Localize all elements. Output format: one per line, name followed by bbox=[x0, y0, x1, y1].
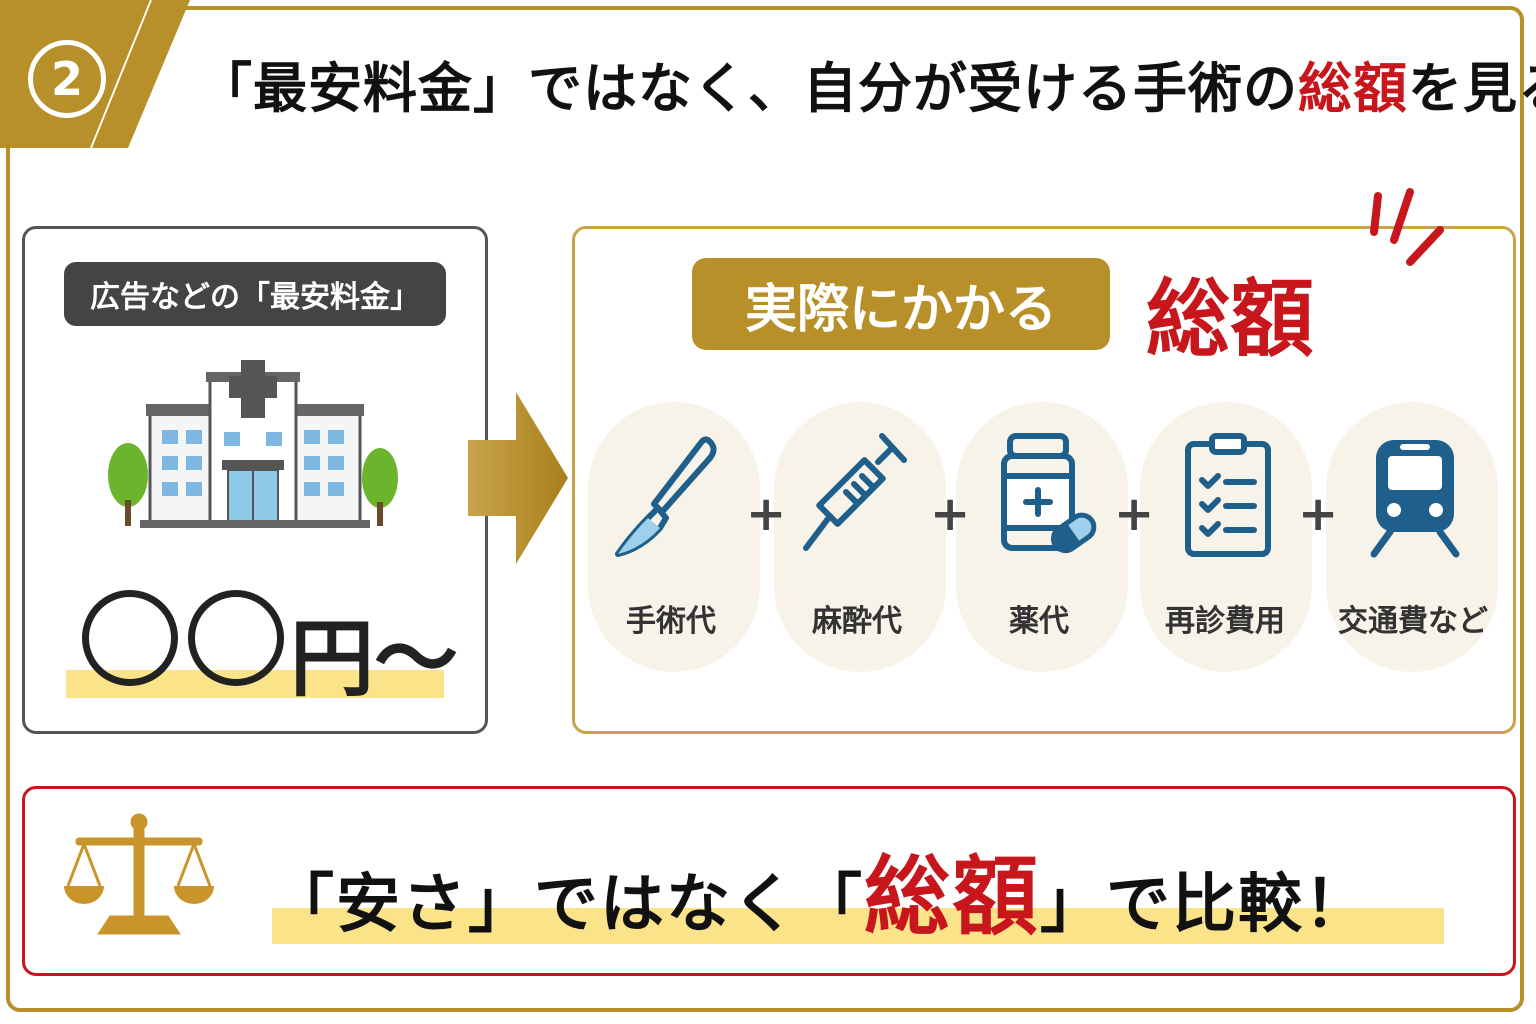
arrow-right-icon bbox=[468, 392, 568, 564]
medicine-bottle-icon bbox=[1001, 433, 1097, 554]
scalpel-icon bbox=[615, 436, 717, 557]
hospital-icon bbox=[108, 360, 398, 528]
cost-item-bg bbox=[956, 402, 1128, 672]
cost-item-label: 薬代 bbox=[1009, 604, 1069, 639]
price-placeholder-circle bbox=[188, 590, 284, 686]
plus-sign: + bbox=[1114, 486, 1155, 542]
plus-sign: + bbox=[1298, 486, 1339, 542]
cost-item-label: 麻酔代 bbox=[812, 604, 902, 639]
cost-item-bg bbox=[774, 402, 946, 672]
price-placeholder-circle bbox=[82, 590, 178, 686]
price-suffix: 円～ bbox=[290, 610, 459, 708]
emphasis-burst-icon bbox=[1370, 188, 1444, 266]
step-number: 2 bbox=[28, 40, 106, 118]
train-icon bbox=[1370, 440, 1460, 558]
plus-sign: + bbox=[930, 486, 971, 542]
comparison-banner bbox=[22, 786, 1516, 976]
advertised-price-tag: 広告などの「最安料金」 bbox=[64, 262, 446, 326]
syringe-icon bbox=[803, 433, 907, 551]
cost-item-label: 手術代 bbox=[626, 604, 716, 639]
cost-item-bg bbox=[588, 402, 760, 672]
balance-scale-icon bbox=[64, 813, 214, 935]
clipboard-checklist-icon bbox=[1185, 433, 1271, 557]
actual-total-panel bbox=[572, 226, 1516, 734]
plus-sign: + bbox=[746, 486, 787, 542]
cost-item-label: 再診費用 bbox=[1165, 604, 1285, 639]
banner-highlight-bar bbox=[272, 908, 1444, 944]
actual-cost-tag: 実際にかかる bbox=[692, 258, 1110, 350]
comparison-message: 「安さ」ではなく「総額」で比較！ bbox=[270, 847, 1370, 947]
page-title: 「最安料金」ではなく、自分が受ける手術の総額を見る bbox=[198, 57, 1536, 120]
cost-item-label: 交通費など bbox=[1338, 604, 1488, 639]
total-amount-label: 総額 bbox=[1146, 270, 1315, 368]
